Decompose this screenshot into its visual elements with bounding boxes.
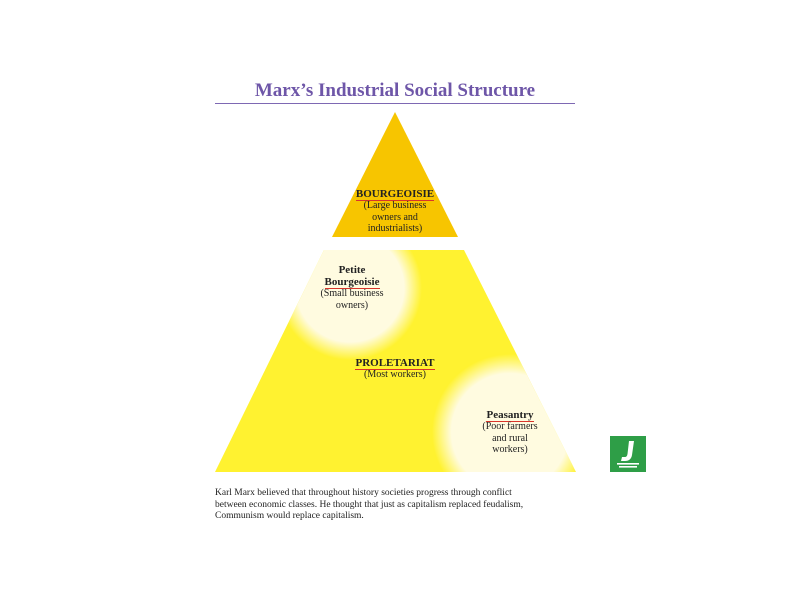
caption-line-2: between economic classes. He thought tha…: [215, 499, 524, 510]
caption-line-3: Communism would replace capitalism.: [215, 511, 364, 521]
bourgeoisie-tier: [332, 112, 458, 237]
bourgeoisie-label: BOURGEOISIE (Large business owners and i…: [345, 188, 445, 235]
bourgeoisie-desc-2: owners and: [372, 211, 418, 223]
proletariat-name: PROLETARIAT: [355, 357, 435, 370]
proletariat-label: PROLETARIAT (Most workers): [340, 357, 450, 381]
publisher-logo-icon: [617, 441, 639, 468]
caption: Karl Marx believed that throughout histo…: [215, 488, 535, 523]
petite-bourgeoisie-label: Petite Bourgeoisie (Small business owner…: [302, 264, 402, 311]
bourgeoisie-desc-1: (Large business: [363, 200, 427, 211]
caption-line-1: Karl Marx believed that throughout histo…: [215, 488, 512, 498]
peasantry-desc-3: workers): [492, 444, 528, 455]
diagram-title: Marx’s Industrial Social Structure: [254, 80, 536, 101]
peasantry-desc-1: (Poor farmers: [482, 421, 538, 432]
peasantry-label: Peasantry (Poor farmers and rural worker…: [460, 409, 560, 456]
petite-bourgeoisie-desc-1: (Small business: [320, 288, 384, 299]
proletariat-desc-1: (Most workers): [364, 369, 426, 380]
peasantry-name: Peasantry: [486, 409, 534, 422]
peasantry-desc-2: and rural: [492, 432, 528, 444]
publisher-logo: [610, 436, 646, 472]
petite-bourgeoisie-desc-2: owners): [335, 299, 369, 311]
bourgeoisie-name: BOURGEOISIE: [355, 188, 435, 201]
petite-bourgeoisie-name-1: Petite: [338, 264, 366, 276]
title-divider: [215, 103, 575, 104]
petite-bourgeoisie-name-2: Bourgeoisie: [324, 276, 380, 289]
bourgeoisie-desc-3: industrialists): [367, 223, 423, 234]
